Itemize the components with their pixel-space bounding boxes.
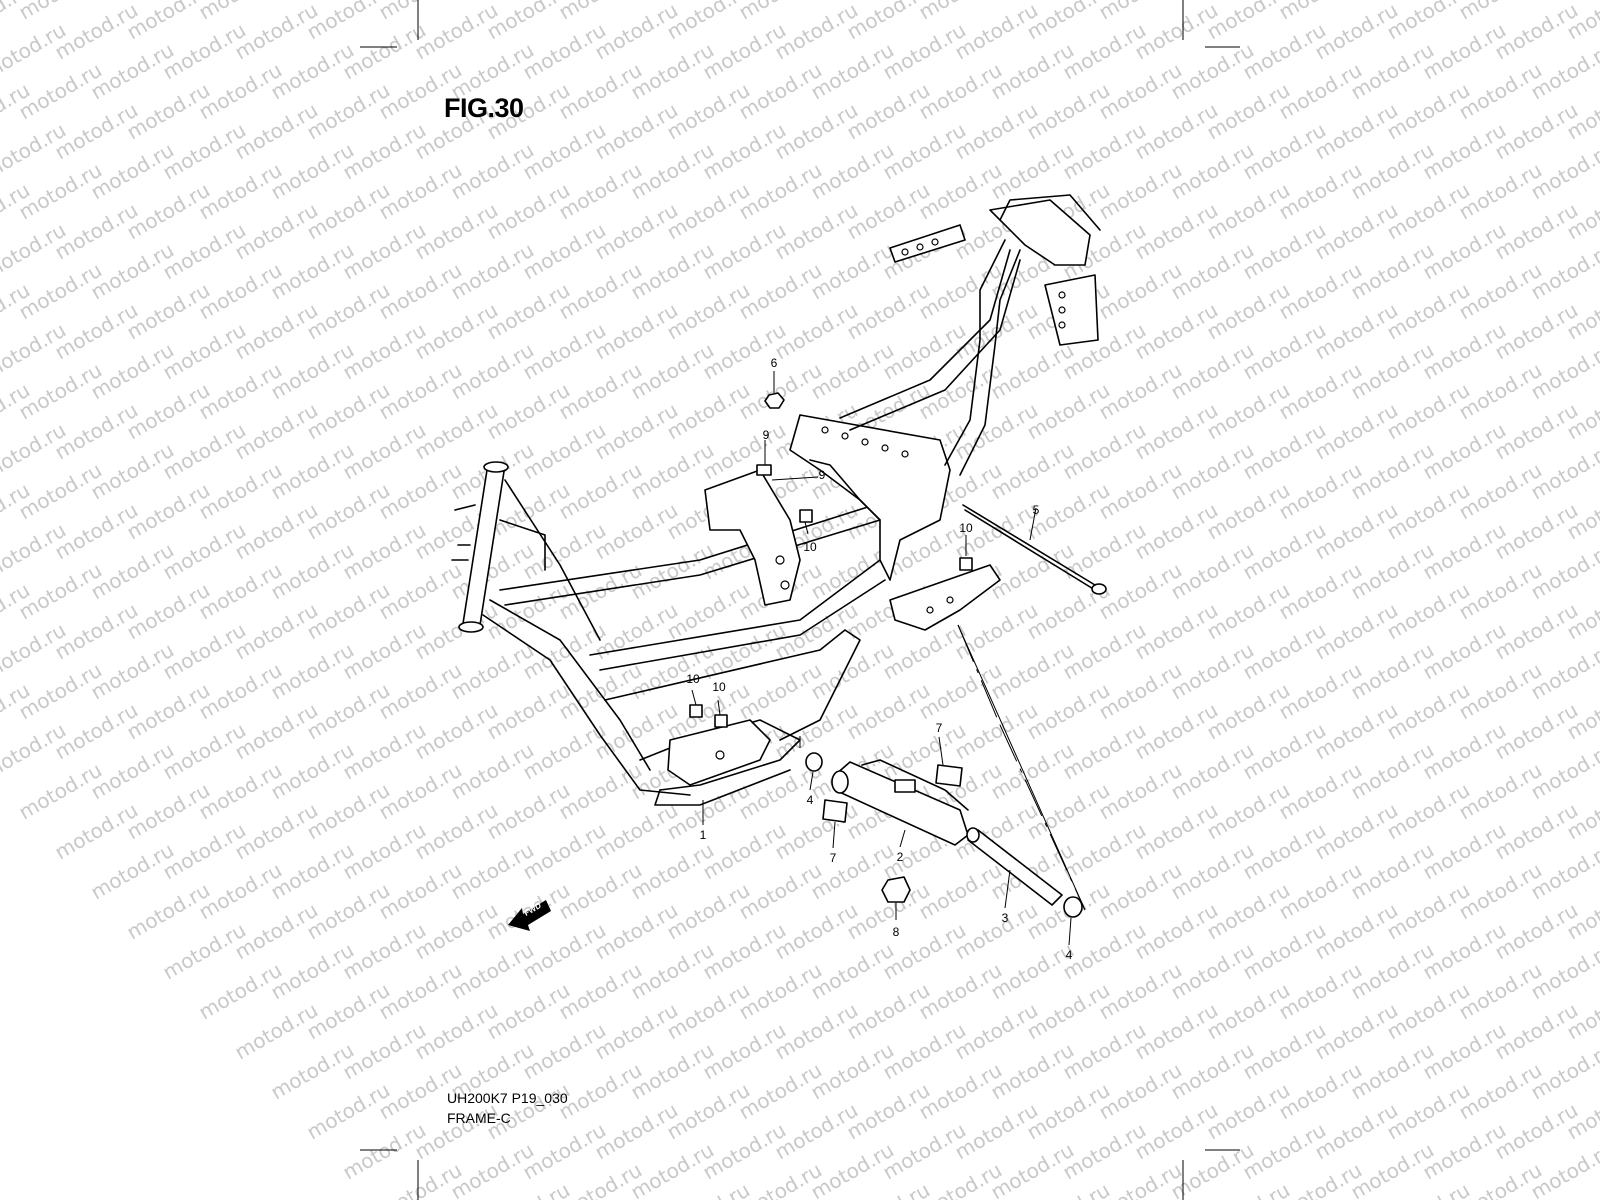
callout-6: 6 [770, 356, 778, 370]
pipe-part-3 [966, 827, 1063, 906]
callout-5: 5 [1032, 503, 1040, 517]
figure-title: FIG.30 [444, 93, 524, 123]
rubber-part-8 [881, 876, 911, 903]
bushings-part-4 [805, 752, 1083, 918]
fwd-arrow-icon: FWD [508, 900, 551, 931]
callout-10: 10 [712, 680, 726, 694]
callout-4: 4 [806, 793, 814, 807]
leader-lines [691, 371, 1086, 946]
callout-10: 10 [959, 521, 973, 535]
bolt-part-5 [962, 504, 1107, 595]
callout-8: 8 [892, 925, 900, 939]
pads-part-7 [822, 764, 963, 823]
callout-10: 10 [686, 672, 700, 686]
callout-7: 7 [829, 851, 837, 865]
callout-7: 7 [935, 721, 943, 735]
callout-9: 9 [818, 468, 826, 482]
crop-marks [360, 0, 1240, 1200]
callout-2: 2 [896, 850, 904, 864]
footer-name: FRAME-C [447, 1110, 511, 1126]
clips-part-9-10 [689, 464, 973, 728]
nut-part-6 [764, 392, 785, 409]
callout-4: 4 [1065, 948, 1073, 962]
frame-body-part-1 [451, 194, 1101, 806]
callout-10: 10 [803, 540, 817, 554]
callout-9: 9 [762, 428, 770, 442]
footer-code: UH200K7 P19_030 [447, 1090, 568, 1106]
pivot-arm-part-2 [831, 759, 969, 846]
callout-3: 3 [1001, 911, 1009, 925]
callout-1: 1 [699, 828, 707, 842]
